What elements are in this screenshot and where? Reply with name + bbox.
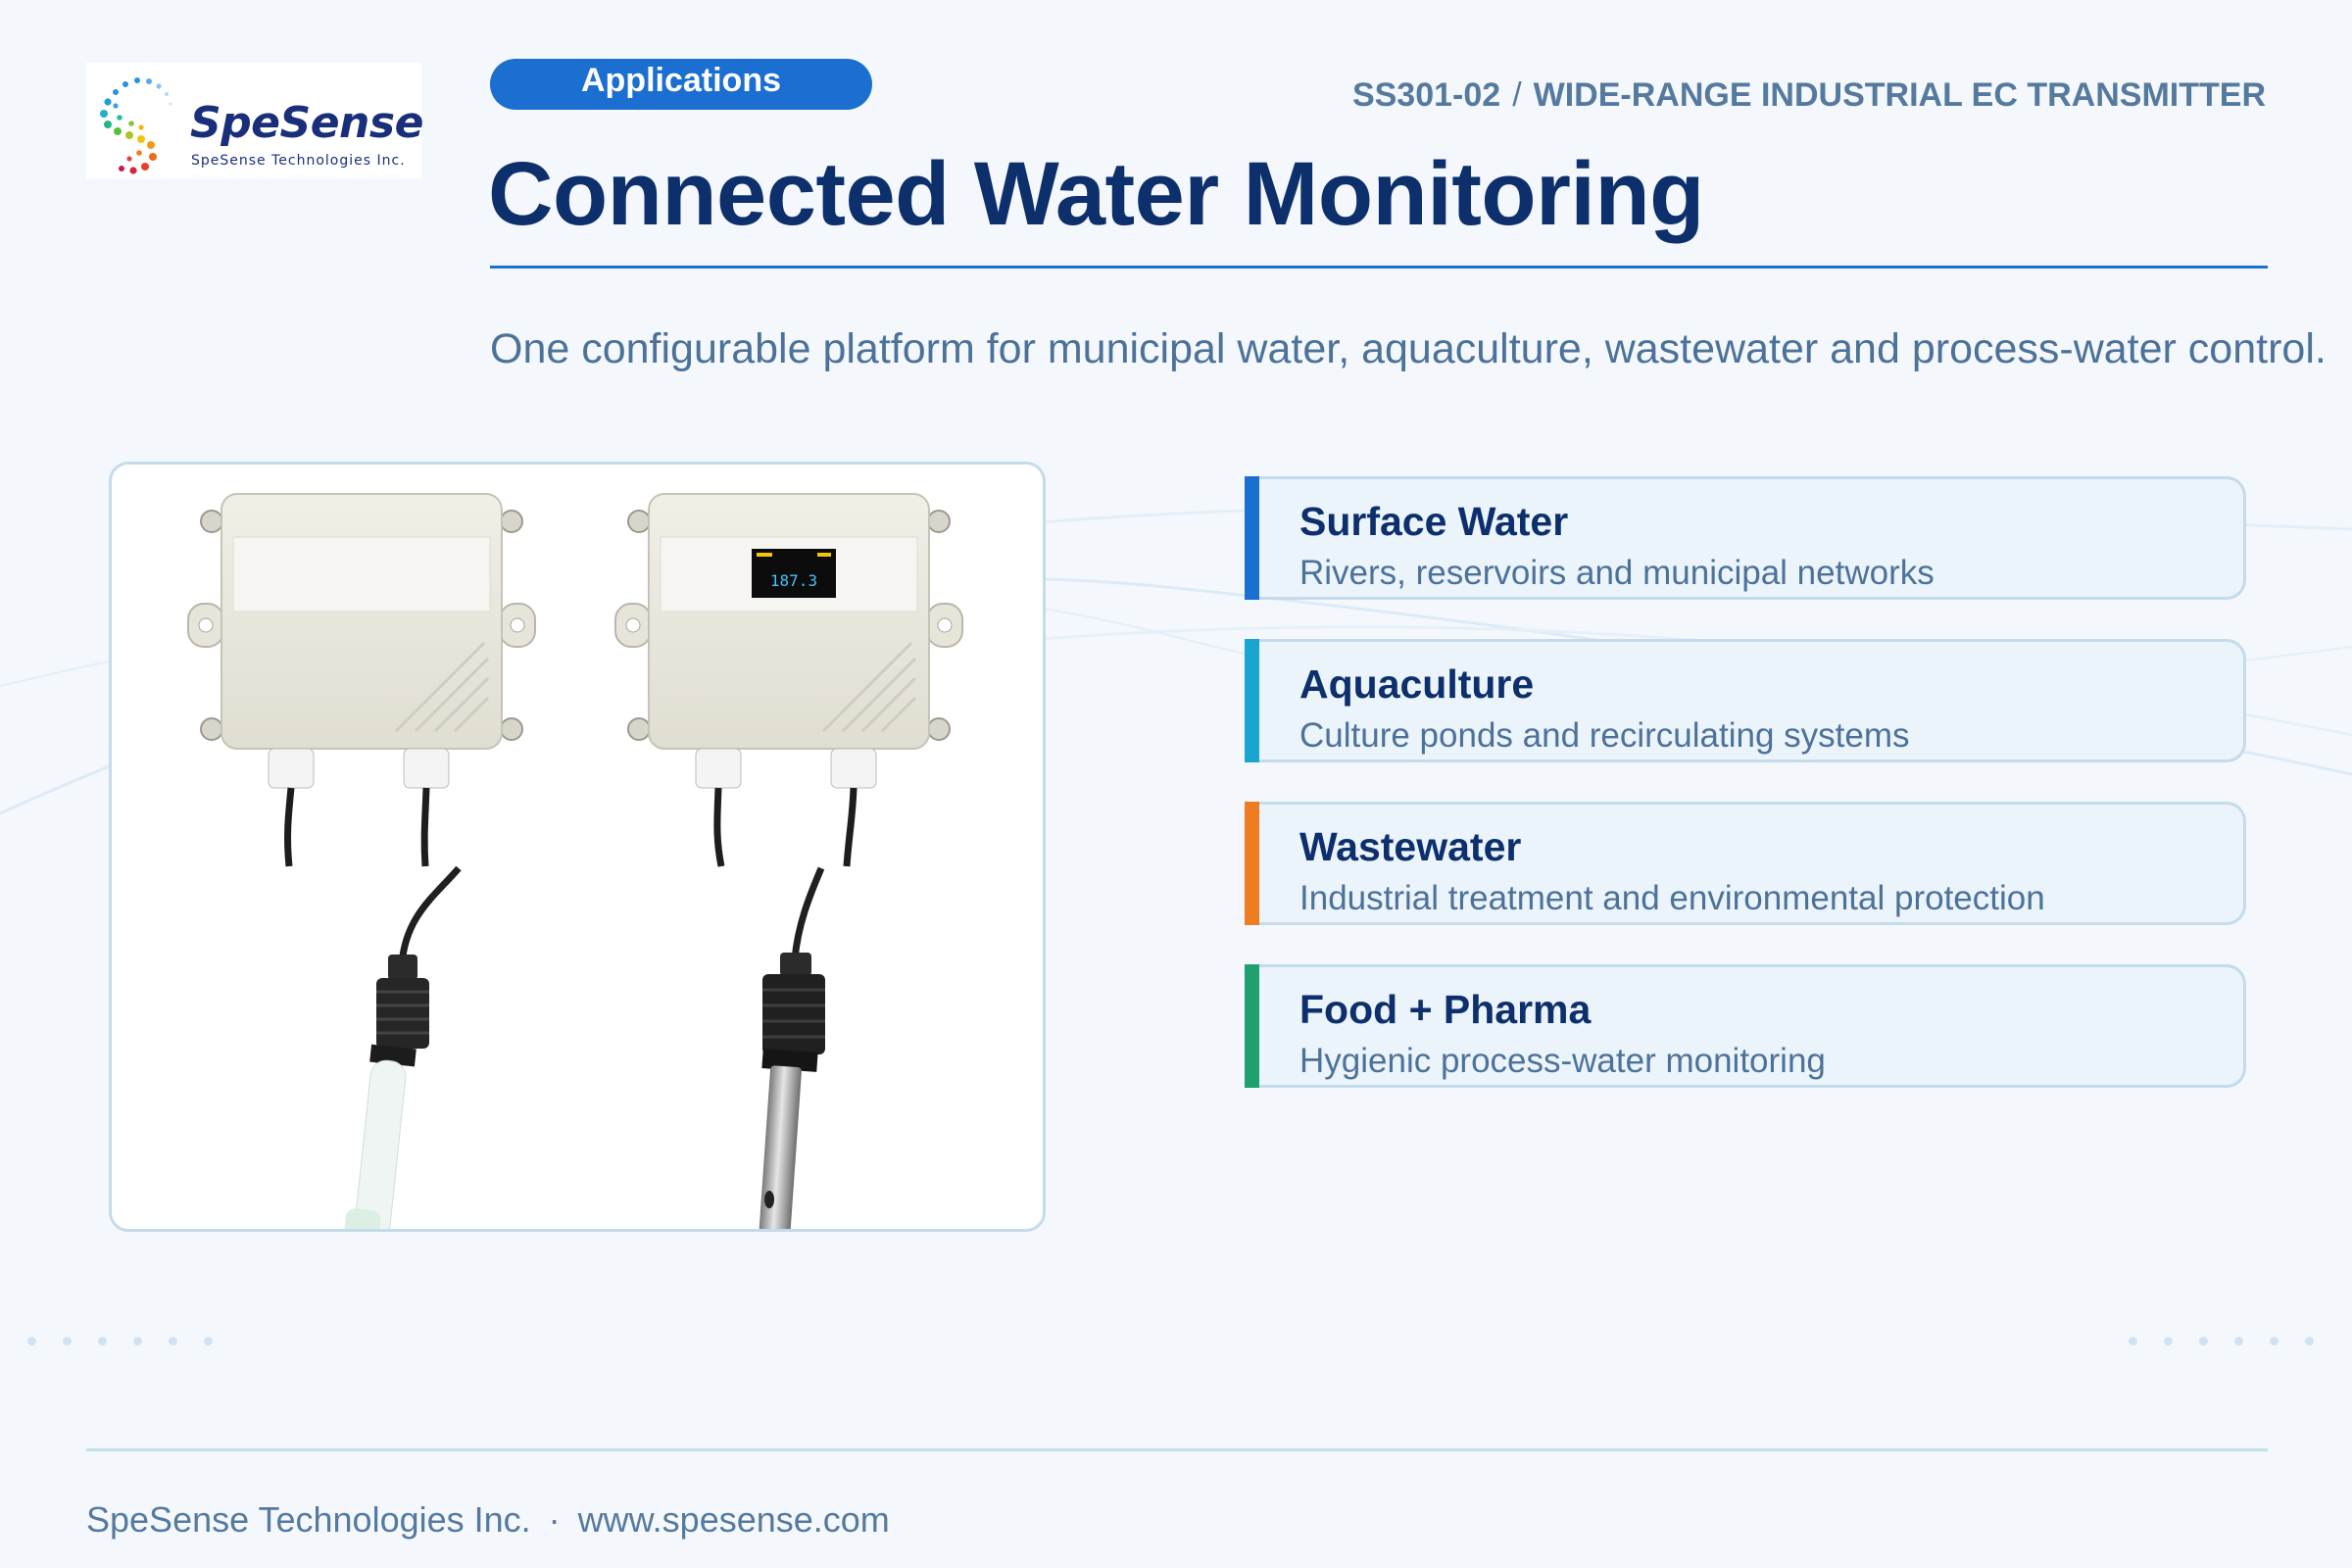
accent-bar — [1245, 476, 1259, 600]
transmitter-right: 187.3 — [614, 493, 963, 867]
application-card-food-pharma: Food + Pharma Hygienic process-water mon… — [1245, 964, 2246, 1088]
model-number: SS301-02 — [1351, 76, 1501, 114]
decorative-dots-right — [2129, 1337, 2314, 1346]
display-reading: 187.3 — [770, 571, 817, 590]
applications-list: Surface Water Rivers, reservoirs and mun… — [1245, 476, 2246, 1127]
page-subtitle: One configurable platform for municipal … — [490, 325, 2327, 372]
accent-bar — [1245, 964, 1259, 1088]
page-title: Connected Water Monitoring — [488, 144, 1704, 244]
decorative-dots-left — [27, 1337, 213, 1346]
footer-website-link[interactable]: www.spesense.com — [577, 1499, 890, 1540]
footer-separator: · — [548, 1499, 561, 1540]
company-logo: SpeSense SpeSense Technologies Inc. — [86, 63, 423, 178]
product-name: WIDE-RANGE INDUSTRIAL EC TRANSMITTER — [1533, 76, 2266, 114]
footer-company: SpeSense Technologies Inc. — [86, 1499, 531, 1540]
probe-graphite — [344, 865, 462, 1229]
header-product-id: SS301-02 / WIDE-RANGE INDUSTRIAL EC TRANSM… — [1352, 76, 2266, 115]
footer: SpeSense Technologies Inc. · www.spesense.… — [86, 1499, 890, 1541]
product-photo: 187.3 — [187, 493, 963, 1229]
application-card-aquaculture: Aquaculture Culture ponds and recirculat… — [1245, 639, 2246, 762]
accent-bar — [1245, 802, 1259, 925]
application-description: Hygienic process-water monitoring — [1299, 1042, 1826, 1080]
application-description: Culture ponds and recirculating systems — [1299, 716, 1910, 755]
application-card-surface-water: Surface Water Rivers, reservoirs and mun… — [1245, 476, 2246, 600]
accent-bar — [1245, 639, 1259, 762]
logo-wordmark: SpeSense — [190, 98, 423, 148]
product-image-card: 187.3 — [109, 462, 1046, 1232]
application-title: Food + Pharma — [1299, 987, 1592, 1032]
footer-divider — [86, 1448, 2268, 1451]
logo-tagline: SpeSense Technologies Inc. — [191, 153, 406, 169]
logo-mark-icon — [100, 77, 172, 174]
probe-stainless — [759, 866, 825, 1229]
title-divider — [490, 266, 2268, 269]
application-title: Surface Water — [1299, 499, 1569, 544]
application-title: Wastewater — [1299, 824, 1522, 869]
header-separator: / — [1512, 76, 1522, 114]
application-title: Aquaculture — [1299, 662, 1535, 707]
application-description: Industrial treatment and environmental p… — [1299, 879, 2045, 917]
transmitter-left — [187, 493, 536, 867]
application-card-wastewater: Wastewater Industrial treatment and envi… — [1245, 802, 2246, 925]
section-pill: Applications — [490, 59, 872, 110]
application-description: Rivers, reservoirs and municipal network… — [1299, 554, 1935, 592]
